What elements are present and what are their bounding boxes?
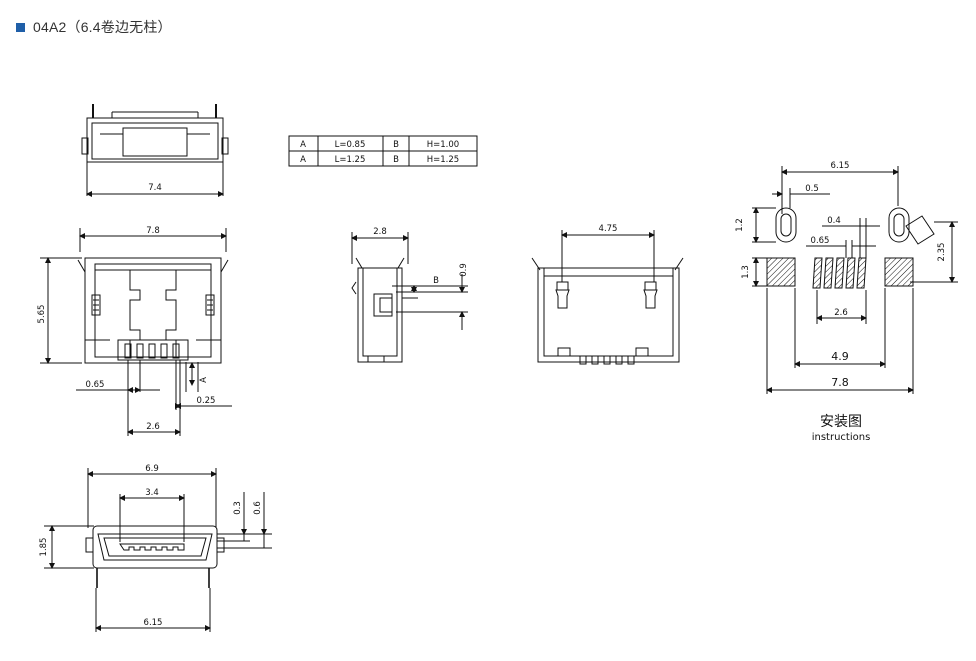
dim-rear-width: 4.75 [599, 224, 618, 234]
dim-front-height: 5.65 [37, 305, 47, 324]
dim-pcb-top: 6.15 [831, 161, 850, 171]
dim-pcb-hole-h: 1.2 [735, 218, 745, 232]
dim-bottom-gap1: 0.3 [233, 501, 243, 515]
dim-front-pin-span: 2.6 [146, 422, 160, 432]
dim-pcb-mid: 4.9 [831, 350, 849, 363]
section-title: 04A2（6.4卷边无柱） [33, 19, 172, 35]
section-header: 04A2（6.4卷边无柱） [16, 16, 172, 38]
dim-bottom-height: 1.85 [39, 538, 49, 557]
dim-pcb-pad-w: 0.4 [827, 216, 841, 226]
table-cell: B [393, 155, 399, 165]
dim-pcb-pad-h: 1.3 [741, 265, 751, 279]
dim-bottom-base: 6.15 [144, 618, 163, 628]
dim-bottom-gap2: 0.6 [253, 501, 263, 515]
dim-side-label-b: B [433, 276, 439, 286]
dim-side-width: 2.8 [373, 227, 387, 237]
dim-front-label-a: A [199, 377, 209, 383]
dim-pcb-top2: 0.5 [805, 184, 819, 194]
dim-pcb-pin-pitch: 0.65 [811, 236, 830, 246]
table-cell: H=1.00 [427, 140, 459, 150]
table-cell: L=1.25 [335, 155, 366, 165]
bottom-view [44, 468, 272, 632]
side-view [351, 232, 468, 363]
bullet-icon [16, 22, 25, 32]
table-cell: A [300, 140, 306, 150]
table-cell: L=0.85 [335, 140, 366, 150]
table-cell: H=1.25 [427, 155, 459, 165]
dim-side-height: 0.9 [459, 263, 469, 277]
spec-table-grid [288, 135, 478, 167]
pcb-footprint [752, 166, 958, 394]
dim-pcb-overall: 7.8 [831, 376, 849, 389]
top-view [81, 104, 229, 197]
dim-front-pin-pitch: 0.65 [86, 380, 105, 390]
caption-main: 安装图 [820, 414, 862, 430]
dim-bottom-inner: 3.4 [145, 488, 159, 498]
dim-front-top-width: 7.4 [148, 183, 162, 193]
table-cell: A [300, 155, 306, 165]
dim-front-overall-width: 7.8 [146, 226, 160, 236]
dim-bottom-outer: 6.9 [145, 464, 159, 474]
table-cell: B [393, 140, 399, 150]
rear-view [531, 230, 684, 365]
dim-pcb-right-h: 2.35 [937, 243, 947, 262]
dim-front-pin-width: 0.25 [197, 396, 216, 406]
caption-sub: instructions [812, 432, 871, 443]
dim-pcb-pin-span: 2.6 [834, 308, 848, 318]
front-view [40, 228, 232, 436]
